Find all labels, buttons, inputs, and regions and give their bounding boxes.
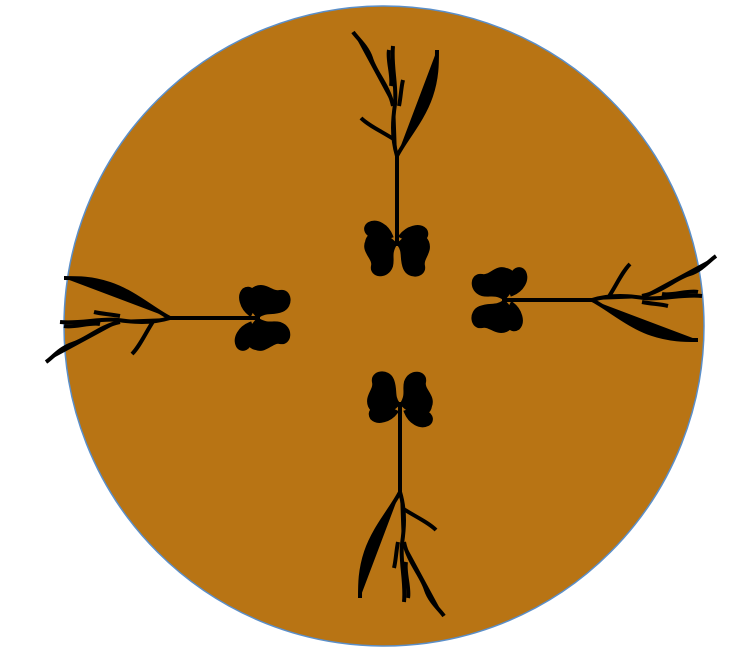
petri-dish (64, 6, 704, 646)
